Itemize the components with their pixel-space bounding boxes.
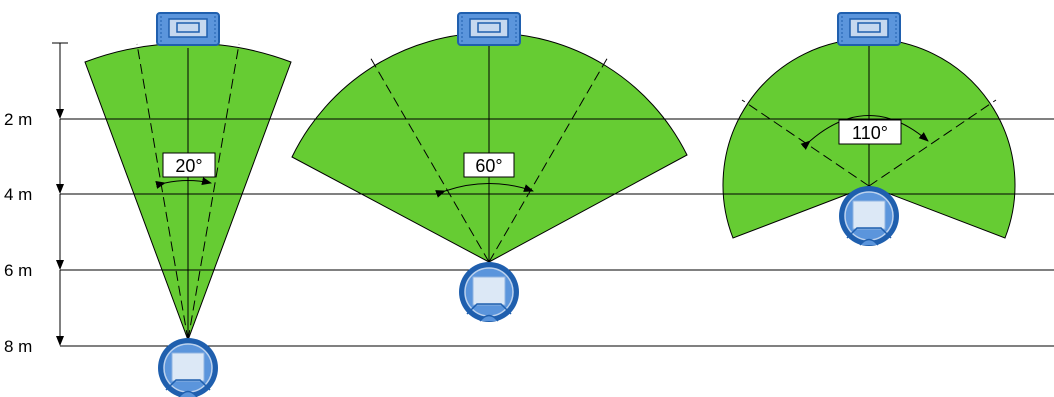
sensor-window-icon: [470, 19, 508, 37]
sensor-window-icon: [850, 19, 888, 37]
scale-label-4m: 4 m: [4, 185, 32, 204]
sensor-round-60: [459, 262, 519, 322]
sensor-lens-icon: [172, 353, 204, 381]
sensor-top-20: [157, 13, 219, 45]
sensor-round-20: [158, 338, 218, 397]
sensor-round-110: [839, 186, 899, 246]
sensor-top-60: [458, 13, 520, 45]
angle-label-20: 20°: [175, 156, 202, 176]
scale-labels: 2 m 4 m 6 m 8 m: [4, 110, 32, 356]
scale-label-2m: 2 m: [4, 110, 32, 129]
sensor-window-icon: [169, 19, 207, 37]
angle-label-110: 110°: [852, 123, 888, 143]
angle-label-60: 60°: [475, 156, 502, 176]
sensor-top-110: [838, 13, 900, 45]
coverage-fans: [85, 33, 1015, 340]
sensor-lens-icon: [853, 201, 885, 229]
sensor-lens-icon: [473, 277, 505, 305]
scale-label-8m: 8 m: [4, 337, 32, 356]
scale-label-6m: 6 m: [4, 261, 32, 280]
